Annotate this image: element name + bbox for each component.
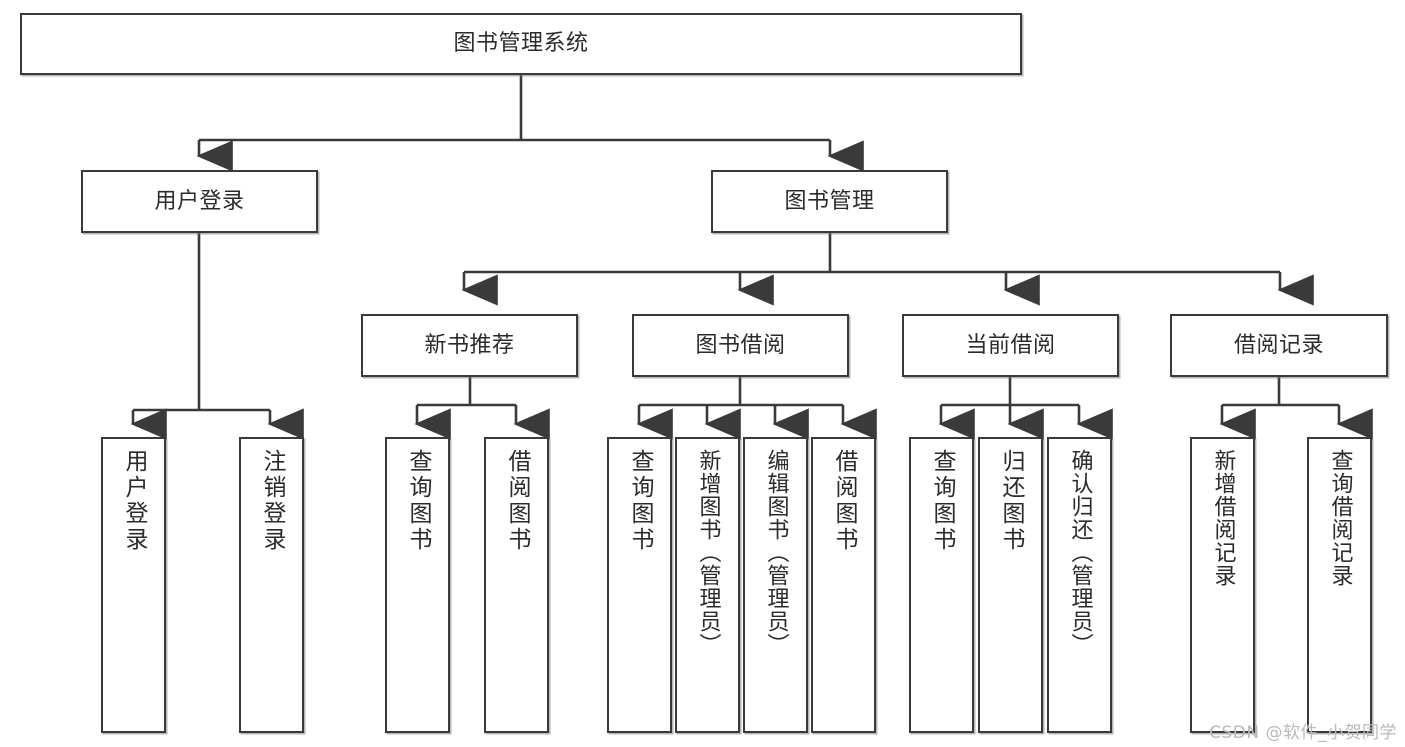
leaf-borrow-book-2-label: 借阅图书 — [831, 449, 857, 553]
leaf-query-book-1[interactable]: 查询图书 — [385, 437, 450, 733]
leaf-add-record-label: 新增借阅记录 — [1210, 449, 1236, 587]
leaf-confirm-return[interactable]: 确认归还（管理员） — [1047, 437, 1112, 733]
leaf-user-login[interactable]: 用户登录 — [101, 437, 166, 733]
node-root-label: 图书管理系统 — [453, 31, 589, 57]
node-borrow-record[interactable]: 借阅记录 — [1170, 314, 1388, 377]
node-root[interactable]: 图书管理系统 — [20, 13, 1022, 75]
node-book-manage-label: 图书管理 — [784, 188, 875, 214]
node-current-borrow-label: 当前借阅 — [965, 332, 1056, 358]
leaf-return-book[interactable]: 归还图书 — [978, 437, 1043, 733]
leaf-add-record[interactable]: 新增借阅记录 — [1190, 437, 1255, 733]
leaf-logout-login-label: 注销登录 — [259, 449, 285, 553]
leaf-query-book-1-label: 查询图书 — [405, 449, 431, 553]
leaf-user-login-label: 用户登录 — [121, 449, 147, 553]
node-user-login-label: 用户登录 — [154, 188, 245, 214]
leaf-borrow-book-2[interactable]: 借阅图书 — [811, 437, 876, 733]
leaf-query-record[interactable]: 查询借阅记录 — [1307, 437, 1372, 733]
node-book-borrow-label: 图书借阅 — [695, 332, 786, 358]
leaf-add-book-label: 新增图书（管理员） — [695, 449, 721, 656]
node-user-login[interactable]: 用户登录 — [81, 170, 318, 233]
leaf-edit-book-label: 编辑图书（管理员） — [763, 449, 789, 656]
leaf-borrow-book-1-label: 借阅图书 — [504, 449, 530, 553]
leaf-query-record-label: 查询借阅记录 — [1327, 449, 1353, 587]
leaf-edit-book[interactable]: 编辑图书（管理员） — [743, 437, 808, 733]
node-new-book-rec-label: 新书推荐 — [424, 332, 515, 358]
node-book-borrow[interactable]: 图书借阅 — [632, 314, 849, 377]
leaf-query-book-3[interactable]: 查询图书 — [909, 437, 974, 733]
leaf-logout-login[interactable]: 注销登录 — [239, 437, 304, 733]
leaf-query-book-2-label: 查询图书 — [627, 449, 653, 553]
leaf-return-book-label: 归还图书 — [998, 449, 1024, 553]
csdn-watermark: CSDN @软件_小贺同学 — [1209, 723, 1397, 743]
leaf-borrow-book-1[interactable]: 借阅图书 — [484, 437, 549, 733]
leaf-query-book-2[interactable]: 查询图书 — [607, 437, 672, 733]
node-borrow-record-label: 借阅记录 — [1233, 332, 1324, 358]
node-book-manage[interactable]: 图书管理 — [711, 170, 948, 233]
leaf-add-book[interactable]: 新增图书（管理员） — [675, 437, 740, 733]
node-current-borrow[interactable]: 当前借阅 — [902, 314, 1119, 377]
node-new-book-rec[interactable]: 新书推荐 — [361, 314, 578, 377]
leaf-query-book-3-label: 查询图书 — [929, 449, 955, 553]
leaf-confirm-return-label: 确认归还（管理员） — [1067, 449, 1093, 656]
